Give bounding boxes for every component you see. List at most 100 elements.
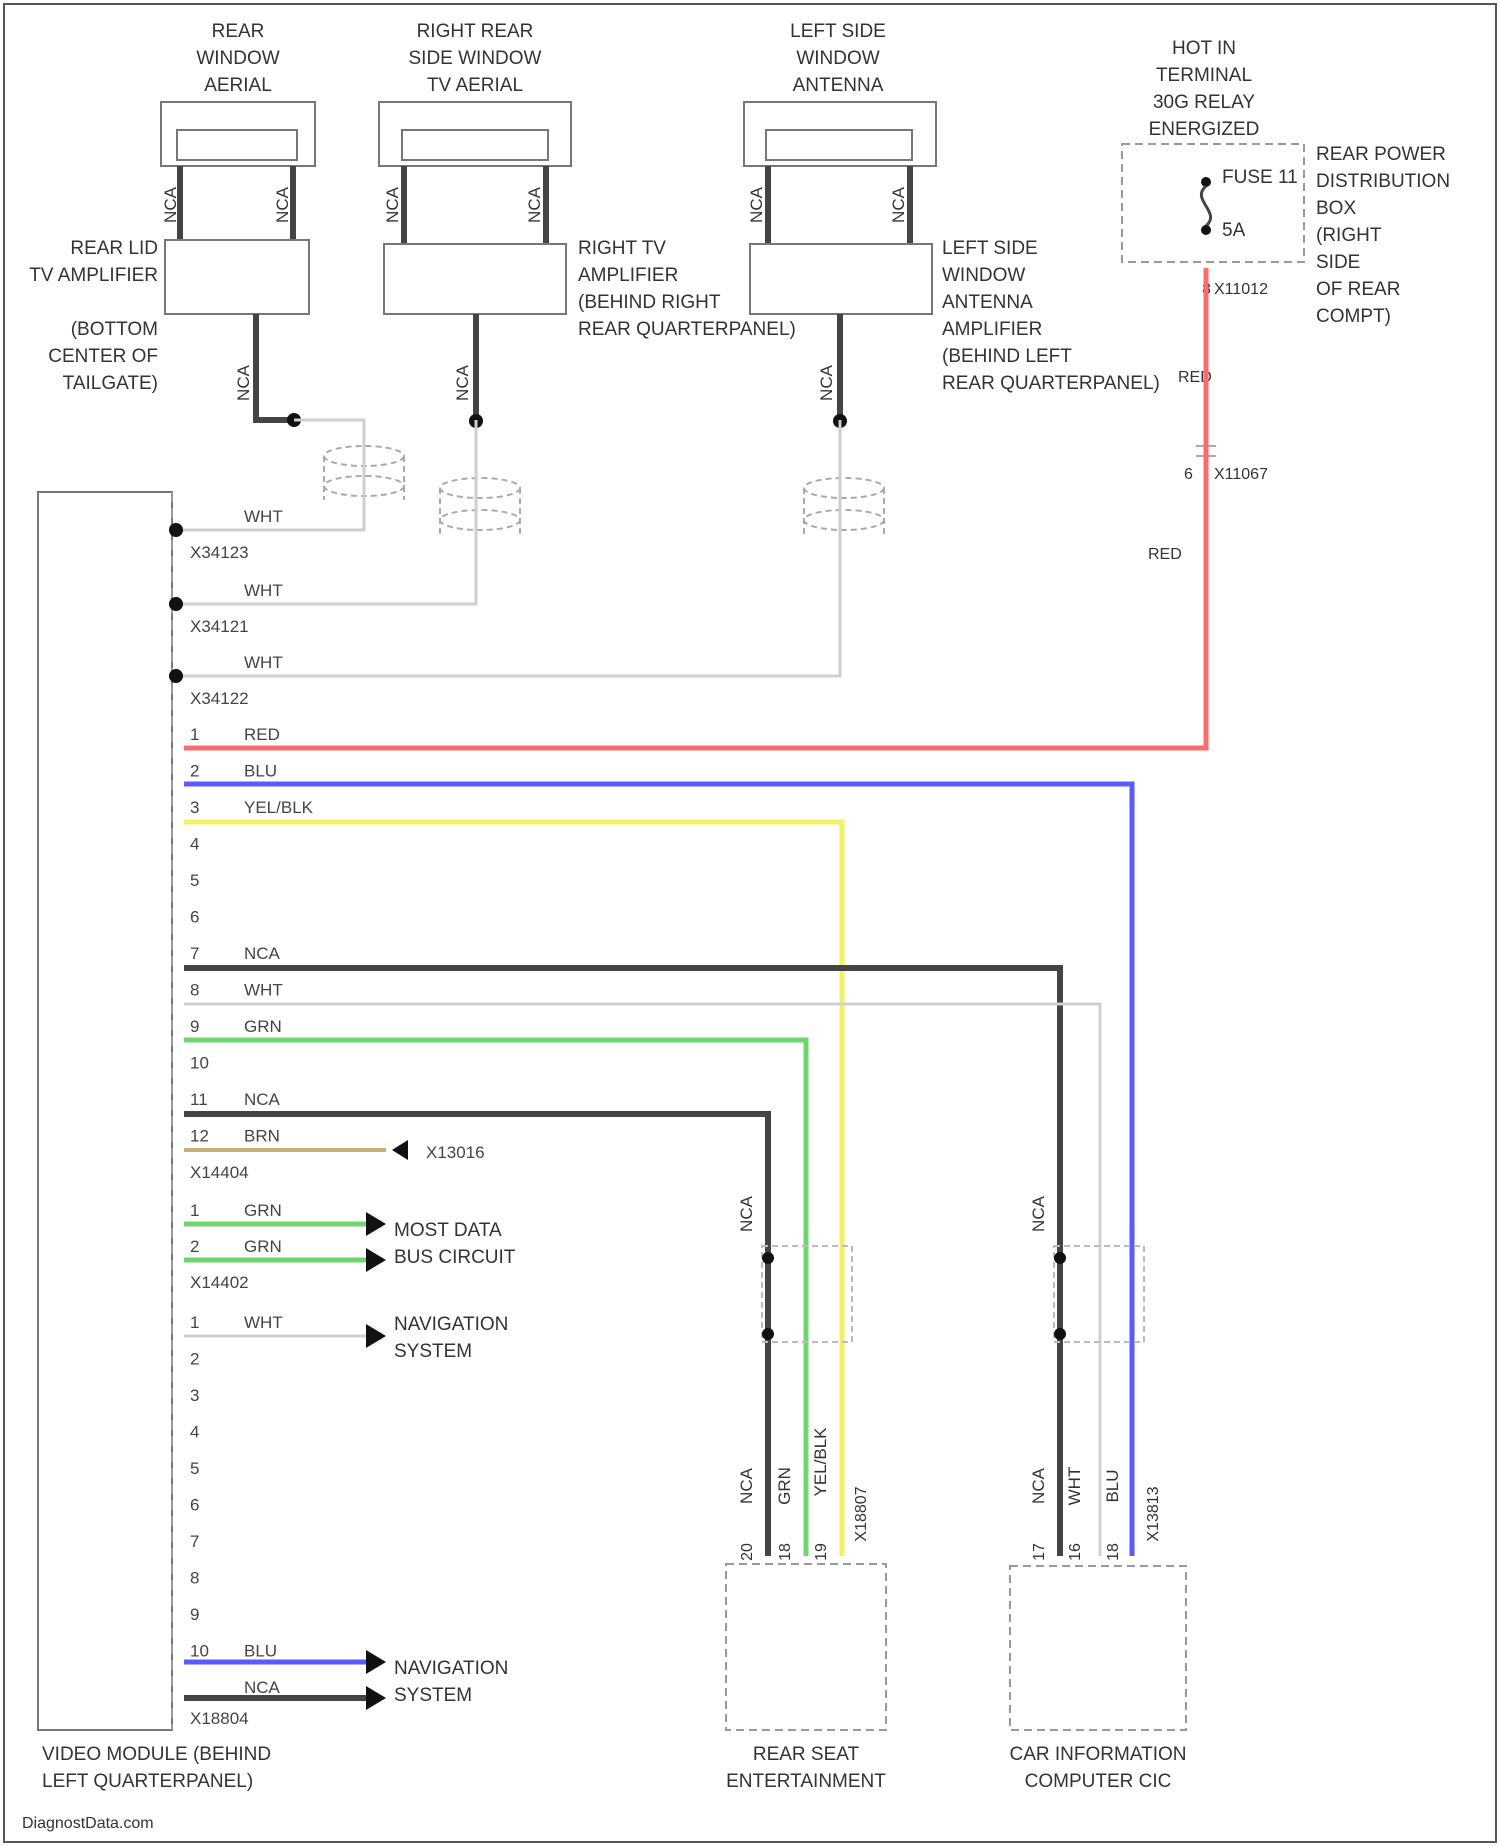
pin-wire-label: GRN [244,1017,282,1036]
pin-wire-label: BLU [244,1642,277,1661]
rse-pin: 20 [739,1543,756,1561]
label-line: LEFT SIDE [942,238,1038,259]
nav-label: NAVIGATION [394,1314,508,1335]
wire-blue [184,784,1132,1556]
label-line: ENERGIZED [1149,119,1260,140]
connector-label: X11067 [1214,466,1268,483]
watermark: DiagnostData.com [22,1815,154,1832]
label-line: ANTENNA [793,75,884,96]
pin-wire-label: WHT [244,981,283,1000]
pin-wire-label: GRN [244,1237,282,1256]
label-line: RIGHT REAR [417,21,534,42]
pin-number: 6 [190,1496,199,1515]
label-line: WINDOW [796,48,879,69]
label-line: (RIGHT [1316,225,1382,246]
wire-color-nca: NCA [737,1195,756,1232]
pin-number: 2 [190,762,199,781]
label-line: SIDE [1316,252,1360,273]
pin-wire-label: RED [244,725,280,744]
rear-lid-tv-amplifier: REAR LID TV AMPLIFIER (BOTTOM CENTER OF … [29,238,309,394]
label-line: (BEHIND RIGHT [578,292,721,313]
wire-color-nca: NCA [453,364,472,401]
rse-label: REAR SEAT [753,1744,860,1765]
coax-wire-label: WHT [244,581,283,600]
rse-wire-label: GRN [775,1467,794,1505]
coax-wire-label: WHT [244,653,283,672]
coax-shield-2 [440,478,520,538]
label-line: ANTENNA [942,292,1033,313]
pin-number: 3 [190,798,199,817]
label-line: TV AERIAL [427,75,523,96]
most-label: MOST DATA [394,1220,502,1241]
ground-connector-label: X13016 [426,1143,485,1162]
pin-number: 5 [190,1459,199,1478]
wire-color-nca: NCA [234,364,253,401]
wire-color-nca: NCA [1029,1195,1048,1232]
cic-label: COMPUTER CIC [1025,1771,1172,1792]
label-line: REAR QUARTERPANEL) [942,373,1160,394]
pin-number: 6 [190,908,199,927]
pin-wire-label: GRN [244,1201,282,1220]
label-line: HOT IN [1172,38,1236,59]
connector-label: X18804 [190,1709,249,1728]
rse-wire-label: YEL/BLK [811,1427,830,1497]
label-line: (BOTTOM [71,319,158,340]
pin-number: 2 [190,1350,199,1369]
rse-wire-label: NCA [737,1467,756,1504]
pin-number: 1 [190,1313,199,1332]
coax-pins: WHT X34123 WHT X34121 WHT X34122 [169,507,283,708]
pin-number: 4 [190,1423,199,1442]
label-line: TAILGATE) [63,373,158,394]
pin-wire-label: WHT [244,1313,283,1332]
connector-x14404-pins: 1RED2BLU3YEL/BLK4567NCA8WHT9GRN1011NCA12… [190,725,314,1146]
cic-wire-label: NCA [1029,1467,1048,1504]
right-tv-amplifier: RIGHT TV AMPLIFIER (BEHIND RIGHT REAR QU… [384,238,796,340]
connector-x14402: 1 GRN 2 GRN X14402 MOST DATA BUS CIRCUIT [184,1201,516,1292]
connector-label: X14404 [190,1163,249,1182]
rse-connector: X18807 [853,1486,870,1541]
label-line: COMPT) [1316,306,1391,327]
pin-wire-label: NCA [244,1678,281,1697]
label-line: TERMINAL [1156,65,1252,86]
video-module: VIDEO MODULE (BEHIND LEFT QUARTERPANEL) [38,492,271,1792]
connector-label: X14402 [190,1273,249,1292]
label-line: REAR QUARTERPANEL) [578,319,796,340]
pin-number: 5 [190,871,199,890]
label-line: LEFT QUARTERPANEL) [42,1771,253,1792]
label-line: REAR [212,21,265,42]
wire-color-nca: NCA [161,186,180,223]
pin-wire-label: BRN [244,1127,280,1146]
label-line: BOX [1316,198,1356,219]
car-information-computer: NCA WHT BLU X13813 17 16 18 CAR INFORMAT… [1010,1467,1187,1792]
rse-label: ENTERTAINMENT [726,1771,886,1792]
cic-pin: 17 [1031,1543,1048,1561]
label-line: RIGHT TV [578,238,666,259]
pin-number: 2 [190,1237,199,1256]
label-line: WINDOW [196,48,279,69]
cic-wire-label: WHT [1065,1467,1084,1506]
wire-color-nca: NCA [273,186,292,223]
pin-number: 11 [190,1090,208,1109]
most-label: BUS CIRCUIT [394,1247,516,1268]
label-line: TV AMPLIFIER [29,265,158,286]
pin-number: 1 [190,1201,199,1220]
label-line: AERIAL [204,75,272,96]
coax-connector-label: X34121 [190,617,249,636]
label-line: AMPLIFIER [578,265,678,286]
rse-pin: 19 [813,1543,830,1561]
pin-wire-label: NCA [244,944,281,963]
coax-connector-label: X34123 [190,543,249,562]
left-side-antenna-amplifier: LEFT SIDE WINDOW ANTENNA AMPLIFIER (BEHI… [750,238,1160,394]
wire-green-pin9 [184,1040,806,1556]
pin-number: 9 [190,1017,199,1036]
pin-number: 10 [190,1642,209,1661]
label-line: (BEHIND LEFT [942,346,1072,367]
label-line: VIDEO MODULE (BEHIND [42,1744,271,1765]
pin-wire-label: NCA [244,1090,281,1109]
label-line: 30G RELAY [1153,92,1255,113]
wire-color-nca: NCA [747,186,766,223]
nav-label: SYSTEM [394,1341,472,1362]
nav-label: SYSTEM [394,1685,472,1706]
